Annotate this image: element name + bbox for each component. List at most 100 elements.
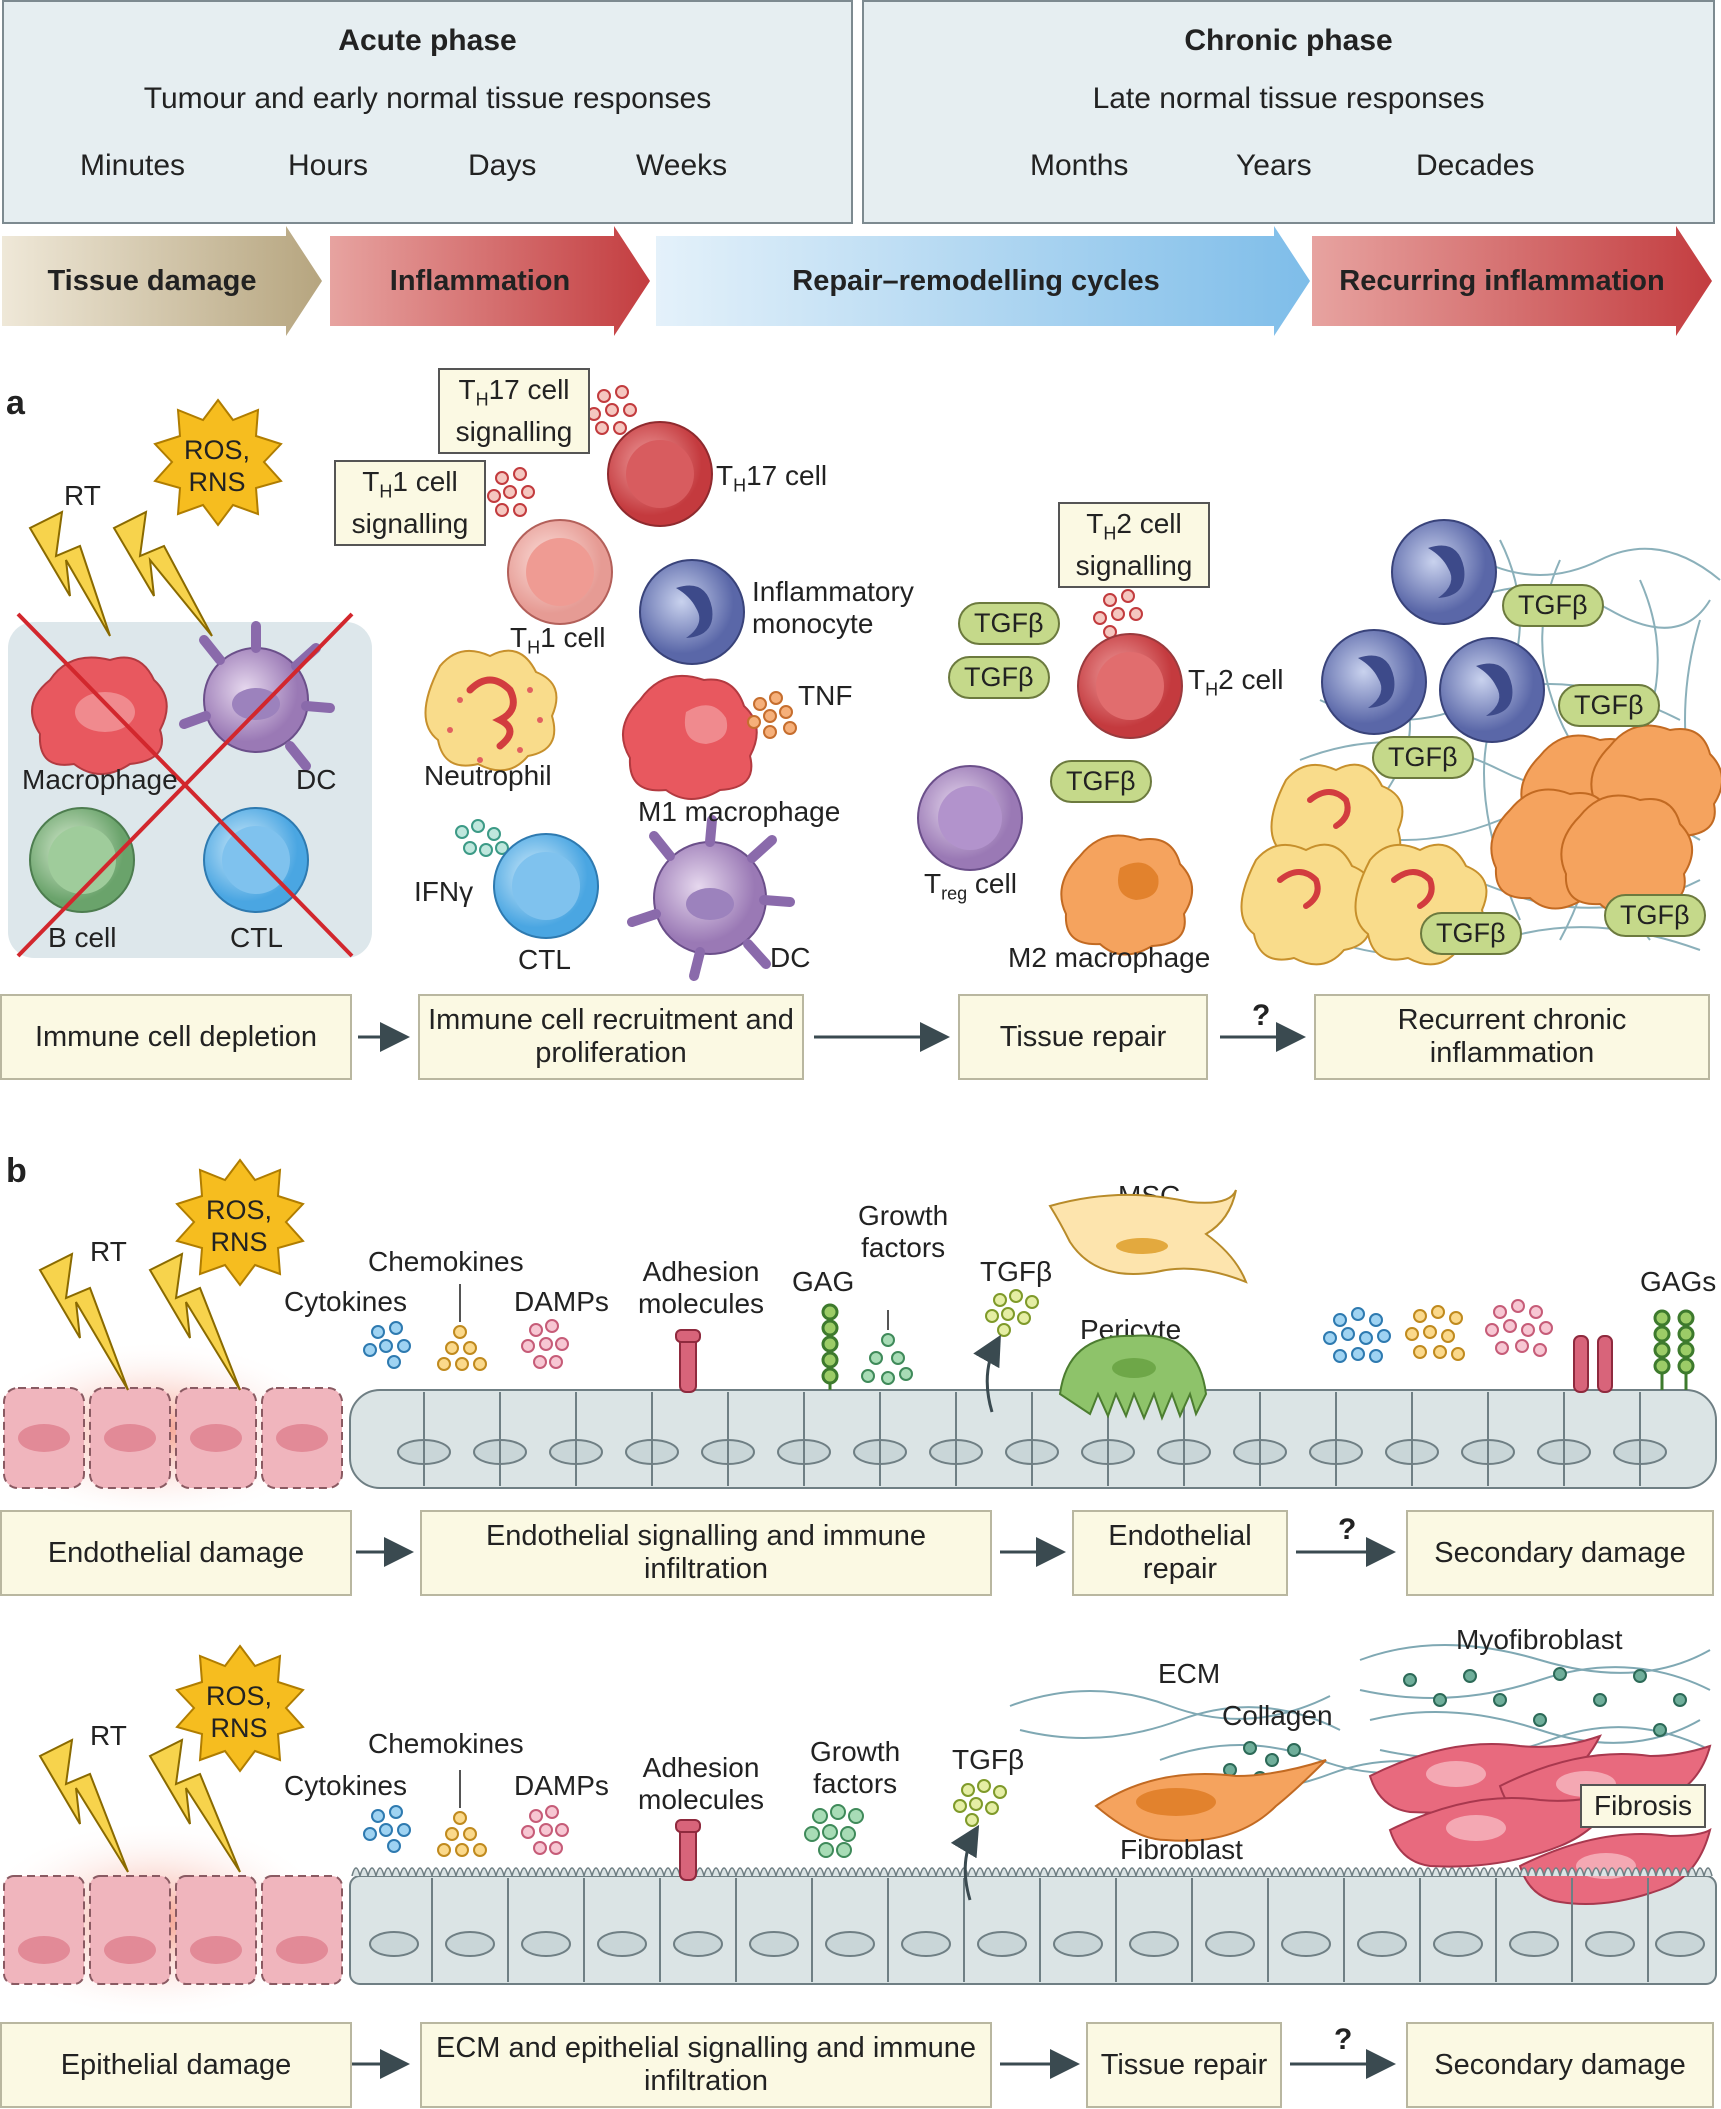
gag-label: GAG: [792, 1266, 855, 1297]
time-decades: Decades: [1416, 149, 1535, 182]
flow-b2-1: Epithelial damage: [0, 2022, 352, 2108]
damps-label: DAMPs: [514, 1770, 609, 1801]
myofibroblast-label: Myofibroblast: [1456, 1624, 1623, 1655]
monocyte: [1321, 629, 1427, 735]
rt-label: RT: [90, 1236, 127, 1267]
flow-b1-4: Secondary damage: [1406, 1510, 1714, 1596]
cross-line: [16, 612, 354, 958]
acute-phase-subtitle: Tumour and early normal tissue responses: [143, 82, 712, 115]
tgfb-badge: TGFβ: [1604, 894, 1706, 937]
tgfb-badge: TGFβ: [1050, 760, 1152, 803]
time-years: Years: [1236, 149, 1312, 182]
m1-macrophage: [622, 675, 758, 800]
monocyte: [1391, 519, 1497, 625]
dc-label-2: DC: [770, 942, 811, 973]
tgfb-badge: TGFβ: [1558, 684, 1660, 727]
ros-label: ROS,RNS: [184, 435, 251, 497]
ecm-label: ECM: [1158, 1658, 1221, 1689]
flow-b2-4: Secondary damage: [1406, 2022, 1714, 2108]
microvilli: [351, 1867, 1713, 1877]
tgfb-badge: TGFβ: [1372, 736, 1474, 779]
tgfb-label: TGFβ: [952, 1744, 1025, 1775]
fibrosis-tag: Fibrosis: [1580, 1784, 1706, 1828]
gags-label: GAGs: [1640, 1266, 1717, 1297]
lightning-icon: [148, 1738, 241, 1873]
ros-starburst-b2: [175, 1644, 305, 1773]
ros-label: ROS,RNS: [206, 1681, 273, 1743]
lightning-icon: [38, 1252, 129, 1391]
inflammatory-monocyte: [639, 559, 745, 665]
ctl-label: CTL: [230, 922, 283, 953]
question-mark: ?: [1334, 2023, 1353, 2056]
chronic-phase-box: Chronic phase Late normal tissue respons…: [862, 0, 1715, 224]
stage-arrow-inflammation: [330, 226, 650, 336]
ctl-label-2: CTL: [518, 944, 571, 975]
stage-repair: Repair–remodelling cycles: [792, 264, 1160, 297]
flow-a-3: Tissue repair: [958, 994, 1208, 1080]
chronic-phase-subtitle: Late normal tissue responses: [1092, 82, 1485, 115]
treg-cell-label: Treg cell: [924, 868, 1017, 904]
ros-label: ROS,RNS: [206, 1195, 273, 1257]
tgfb-badge: TGFβ: [948, 656, 1050, 699]
flow-b1-3: Endothelial repair: [1072, 1510, 1288, 1596]
collagen-label: Collagen: [1222, 1700, 1333, 1731]
tgfb-badge: TGFβ: [1502, 584, 1604, 627]
flow-a-2: Immune cell recruitment and proliferatio…: [418, 994, 804, 1080]
lightning-icon: [112, 510, 213, 637]
chronic-phase-title: Chronic phase: [1184, 24, 1393, 57]
dc-cell-2: [627, 815, 795, 981]
cytokines-label: Cytokines: [284, 1770, 407, 1801]
chemokines-label: Chemokines: [368, 1728, 524, 1759]
msc-cell: [1048, 1189, 1248, 1284]
ifn-label: IFNγ: [414, 876, 474, 907]
th2-cell-label: TH2 cell: [1188, 664, 1284, 700]
stage-recurring: Recurring inflammation: [1339, 264, 1665, 297]
lightning-icon: [28, 510, 111, 637]
m2-macrophage-label: M2 macrophage: [1008, 942, 1211, 973]
time-months: Months: [1030, 149, 1129, 182]
lightning-icon: [38, 1738, 129, 1873]
macrophage-label: Macrophage: [22, 764, 178, 795]
flow-a-1: Immune cell depletion: [0, 994, 352, 1080]
cytokines-label: Cytokines: [284, 1286, 407, 1317]
m1-macrophage-label: M1 macrophage: [638, 796, 841, 827]
time-weeks: Weeks: [636, 149, 728, 182]
flow-b1-2: Endothelial signalling and immune infilt…: [420, 1510, 992, 1596]
collagen-dots: [1223, 1667, 1687, 1785]
flow-b1-1: Endothelial damage: [0, 1510, 352, 1596]
stage-inflammation: Inflammation: [389, 264, 571, 297]
stage-arrow-damage: [2, 226, 322, 336]
tgfb-label: TGFβ: [980, 1256, 1053, 1287]
rt-label: RT: [90, 1720, 127, 1751]
chemokines-label: Chemokines: [368, 1246, 524, 1277]
damps-label: DAMPs: [514, 1286, 609, 1317]
tgfb-badge: TGFβ: [1420, 912, 1522, 955]
dc-label: DC: [296, 764, 337, 795]
gag-chain: [821, 1303, 839, 1390]
panel-a-label: a: [6, 384, 25, 422]
fibroblast-label: Fibroblast: [1120, 1834, 1243, 1865]
flow-a-4: Recurrent chronic inflammation: [1314, 994, 1710, 1080]
stage-arrow-repair: [656, 226, 1310, 336]
dc-cell: [179, 621, 335, 771]
question-mark: ?: [1338, 1513, 1357, 1546]
monocyte: [1439, 637, 1545, 743]
rt-label: RT: [64, 480, 101, 511]
neutrophil-cell: [424, 649, 558, 772]
question-mark: ?: [1252, 999, 1271, 1032]
flow-b2-3: Tissue repair: [1086, 2022, 1282, 2108]
th17-cell-label: TH17 cell: [716, 460, 828, 496]
time-days: Days: [468, 149, 537, 182]
panel-b-label: b: [6, 1152, 27, 1190]
ros-starburst-a: [153, 398, 283, 527]
time-minutes: Minutes: [80, 149, 186, 182]
neutrophil-label: Neutrophil: [424, 760, 552, 791]
